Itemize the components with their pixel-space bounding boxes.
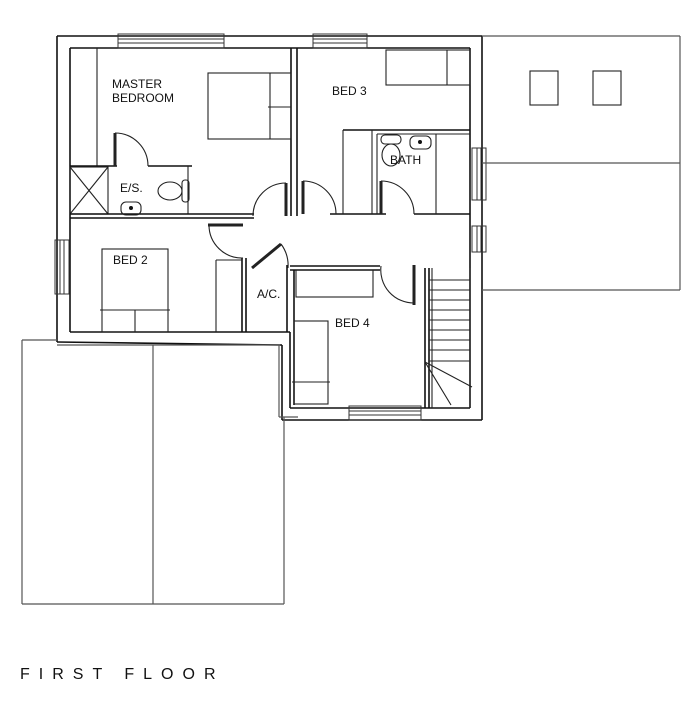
label-master-line1: MASTER — [112, 77, 162, 91]
windows — [54, 33, 487, 421]
doors — [114, 132, 415, 304]
label-airing-cupboard: A/C. — [257, 287, 280, 301]
right-roof-outline — [482, 35, 681, 291]
plan-title: FIRST FLOOR — [20, 666, 225, 683]
room-labels: MASTER BEDROOM BED 3 BATH E/S. BED 2 A/C… — [112, 77, 421, 330]
label-bed2: BED 2 — [113, 253, 148, 267]
furniture — [100, 49, 471, 405]
label-bed3: BED 3 — [332, 84, 367, 98]
sanitary-fixtures — [120, 134, 432, 216]
staircase — [424, 268, 473, 408]
label-ensuite: E/S. — [120, 181, 143, 195]
garage-roof-outline — [21, 339, 298, 605]
label-master-line2: BEDROOM — [112, 91, 174, 105]
rooflight-1 — [529, 70, 559, 106]
rooflight-2 — [592, 70, 622, 106]
label-bath: BATH — [390, 153, 421, 167]
label-bed4: BED 4 — [335, 316, 370, 330]
